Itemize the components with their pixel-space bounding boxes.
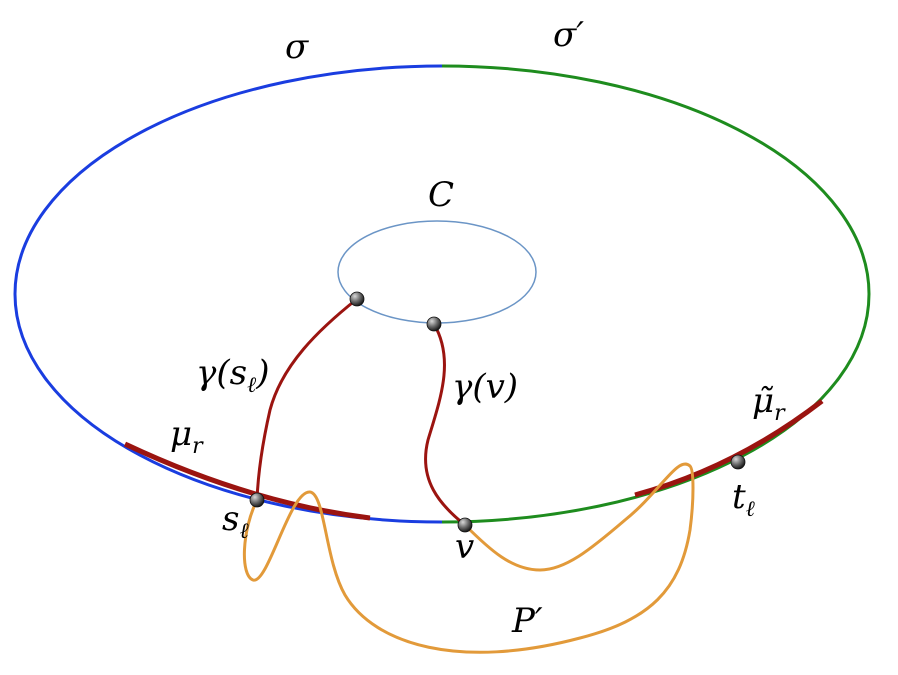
label-s-l-main: s <box>222 499 239 539</box>
cycle-c <box>337 220 537 324</box>
label-s-l: sℓ <box>222 499 249 544</box>
label-gamma-s-main: γ(s <box>196 353 247 393</box>
label-mu-tilde-r-main: μ̃ <box>752 381 774 421</box>
vertex-s-l <box>249 492 265 508</box>
label-gamma-s: γ(sℓ) <box>196 353 269 398</box>
label-mu-r-sub: r <box>192 434 204 459</box>
label-mu-tilde-r: μ̃r <box>752 381 786 426</box>
label-gamma-v: γ(v) <box>452 367 518 407</box>
vertex-c-bottom <box>426 316 442 332</box>
label-gamma-s-close: ) <box>255 353 269 393</box>
label-v: v <box>455 527 474 567</box>
gamma-v-path <box>424 323 466 527</box>
label-c: C <box>428 175 454 215</box>
label-t-l-main: t <box>732 477 746 517</box>
p-prime-path <box>242 462 695 654</box>
label-mu-r-main: μ <box>170 414 192 454</box>
label-p-prime: P′ <box>511 601 543 641</box>
label-s-l-sub: ℓ <box>239 519 249 544</box>
label-mu-r: μr <box>170 414 204 459</box>
label-sigma-prime: σ′ <box>553 15 584 55</box>
label-t-l-sub: ℓ <box>746 497 756 522</box>
label-t-l: tℓ <box>732 477 756 522</box>
mu-r-segment <box>123 441 371 521</box>
label-gamma-s-sub: ℓ <box>247 373 257 398</box>
label-sigma: σ <box>285 27 309 67</box>
sigma-arc <box>13 64 443 524</box>
label-mu-tilde-r-sub: r <box>774 401 786 426</box>
vertex-t-l <box>730 454 746 470</box>
vertex-c-left <box>349 291 365 307</box>
vertex-v <box>457 517 473 533</box>
gamma-s-path <box>255 297 358 501</box>
sigma-prime-arc <box>441 64 871 524</box>
